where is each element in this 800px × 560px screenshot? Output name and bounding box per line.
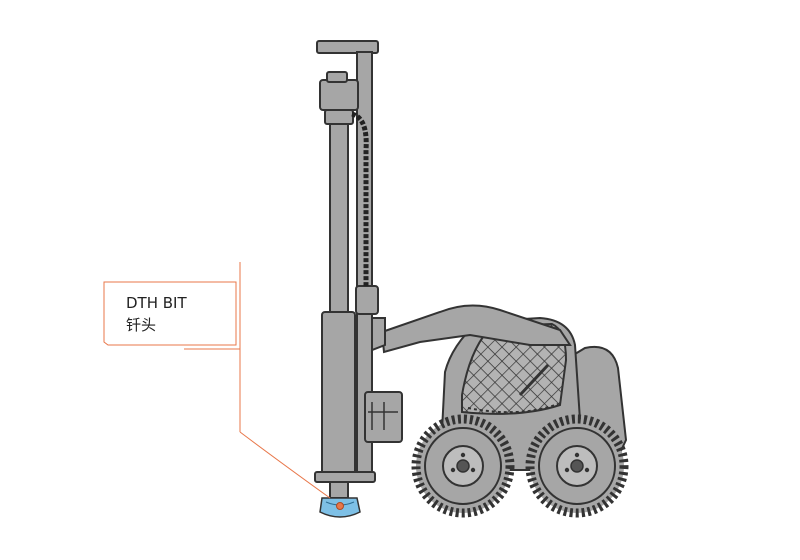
callout-lines — [103, 262, 331, 499]
dth-bit — [319, 497, 361, 518]
loader-arm — [380, 304, 572, 354]
callout-label-cn: 钎头 — [126, 316, 157, 334]
mast-bracket — [355, 285, 379, 315]
callout-label: DTH BIT 钎头 — [126, 292, 187, 336]
mast-mount — [371, 317, 386, 352]
rotary-head — [319, 79, 359, 111]
callout-label-en: DTH BIT — [126, 294, 187, 312]
hose-chain — [351, 111, 369, 288]
arm-cylinder — [518, 363, 550, 397]
front-wheel — [411, 414, 515, 518]
leader-line — [239, 431, 331, 499]
rear-wheel — [525, 414, 629, 518]
callout-box-outline — [103, 281, 237, 346]
mast-top-cap — [316, 40, 379, 54]
mast-base-plate — [314, 471, 376, 483]
feed-cylinder — [321, 311, 356, 479]
drill-mast — [314, 40, 403, 499]
